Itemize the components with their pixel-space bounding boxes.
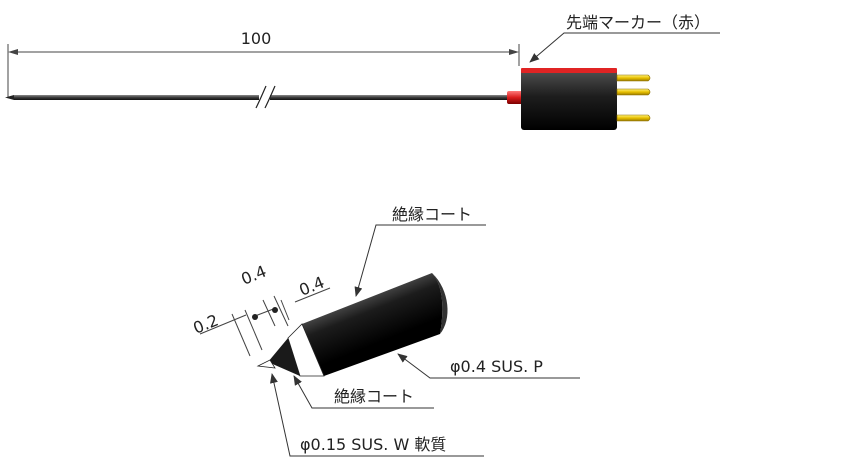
needle-shaft-right: [270, 95, 508, 100]
pin-2: [616, 88, 651, 96]
red-collar: [507, 91, 523, 104]
wire-label: φ0.15 SUS. W 軟質: [300, 435, 446, 454]
insulation-coat-upper-label: 絶縁コート: [392, 205, 472, 224]
tip-marker-label: 先端マーカー（赤）: [566, 13, 710, 32]
connector-body: [521, 68, 617, 130]
sheath-tube: [302, 273, 443, 376]
pin-1: [616, 74, 651, 82]
tip-marker-leader: [529, 32, 720, 63]
dim-length-label: 100: [241, 29, 272, 48]
insulation-coat-upper-leader: [354, 224, 486, 297]
sheath-cut-end: [432, 273, 448, 334]
dim-c-label: 0.4: [296, 273, 327, 300]
dim-arrow-right: [509, 49, 519, 55]
needle-tip: [5, 95, 14, 100]
break-mark: [255, 85, 276, 109]
pin-3: [616, 114, 651, 122]
tip-marker-band: [521, 68, 617, 73]
wire-bare-tip: [256, 359, 276, 369]
insulation-coat-lower-label: 絶縁コート: [334, 387, 414, 406]
insulation-coat-lower-leader: [293, 375, 434, 409]
dim-a-label: 0.2: [190, 311, 221, 338]
sheath-label: φ0.4 SUS. P: [450, 357, 543, 376]
sheath-leader: [397, 353, 580, 379]
dim-dot-1: [252, 314, 258, 320]
wire-coat-cone: [268, 338, 300, 376]
probe-overview: 100 先端マーカー（赤）: [5, 13, 720, 130]
dim-dot-2: [272, 307, 278, 313]
dim-b-label: 0.4: [238, 262, 269, 289]
connector-pins: [616, 74, 651, 122]
tip-detail: 0.2 0.4 0.4 絶縁コート φ0.4 SUS. P 絶縁コート φ0.1…: [190, 205, 580, 457]
dim-arrow-left: [8, 49, 18, 55]
tip-dimension-lines: [199, 287, 331, 357]
wire-leader: [270, 373, 484, 457]
needle-shaft-left: [14, 95, 259, 100]
